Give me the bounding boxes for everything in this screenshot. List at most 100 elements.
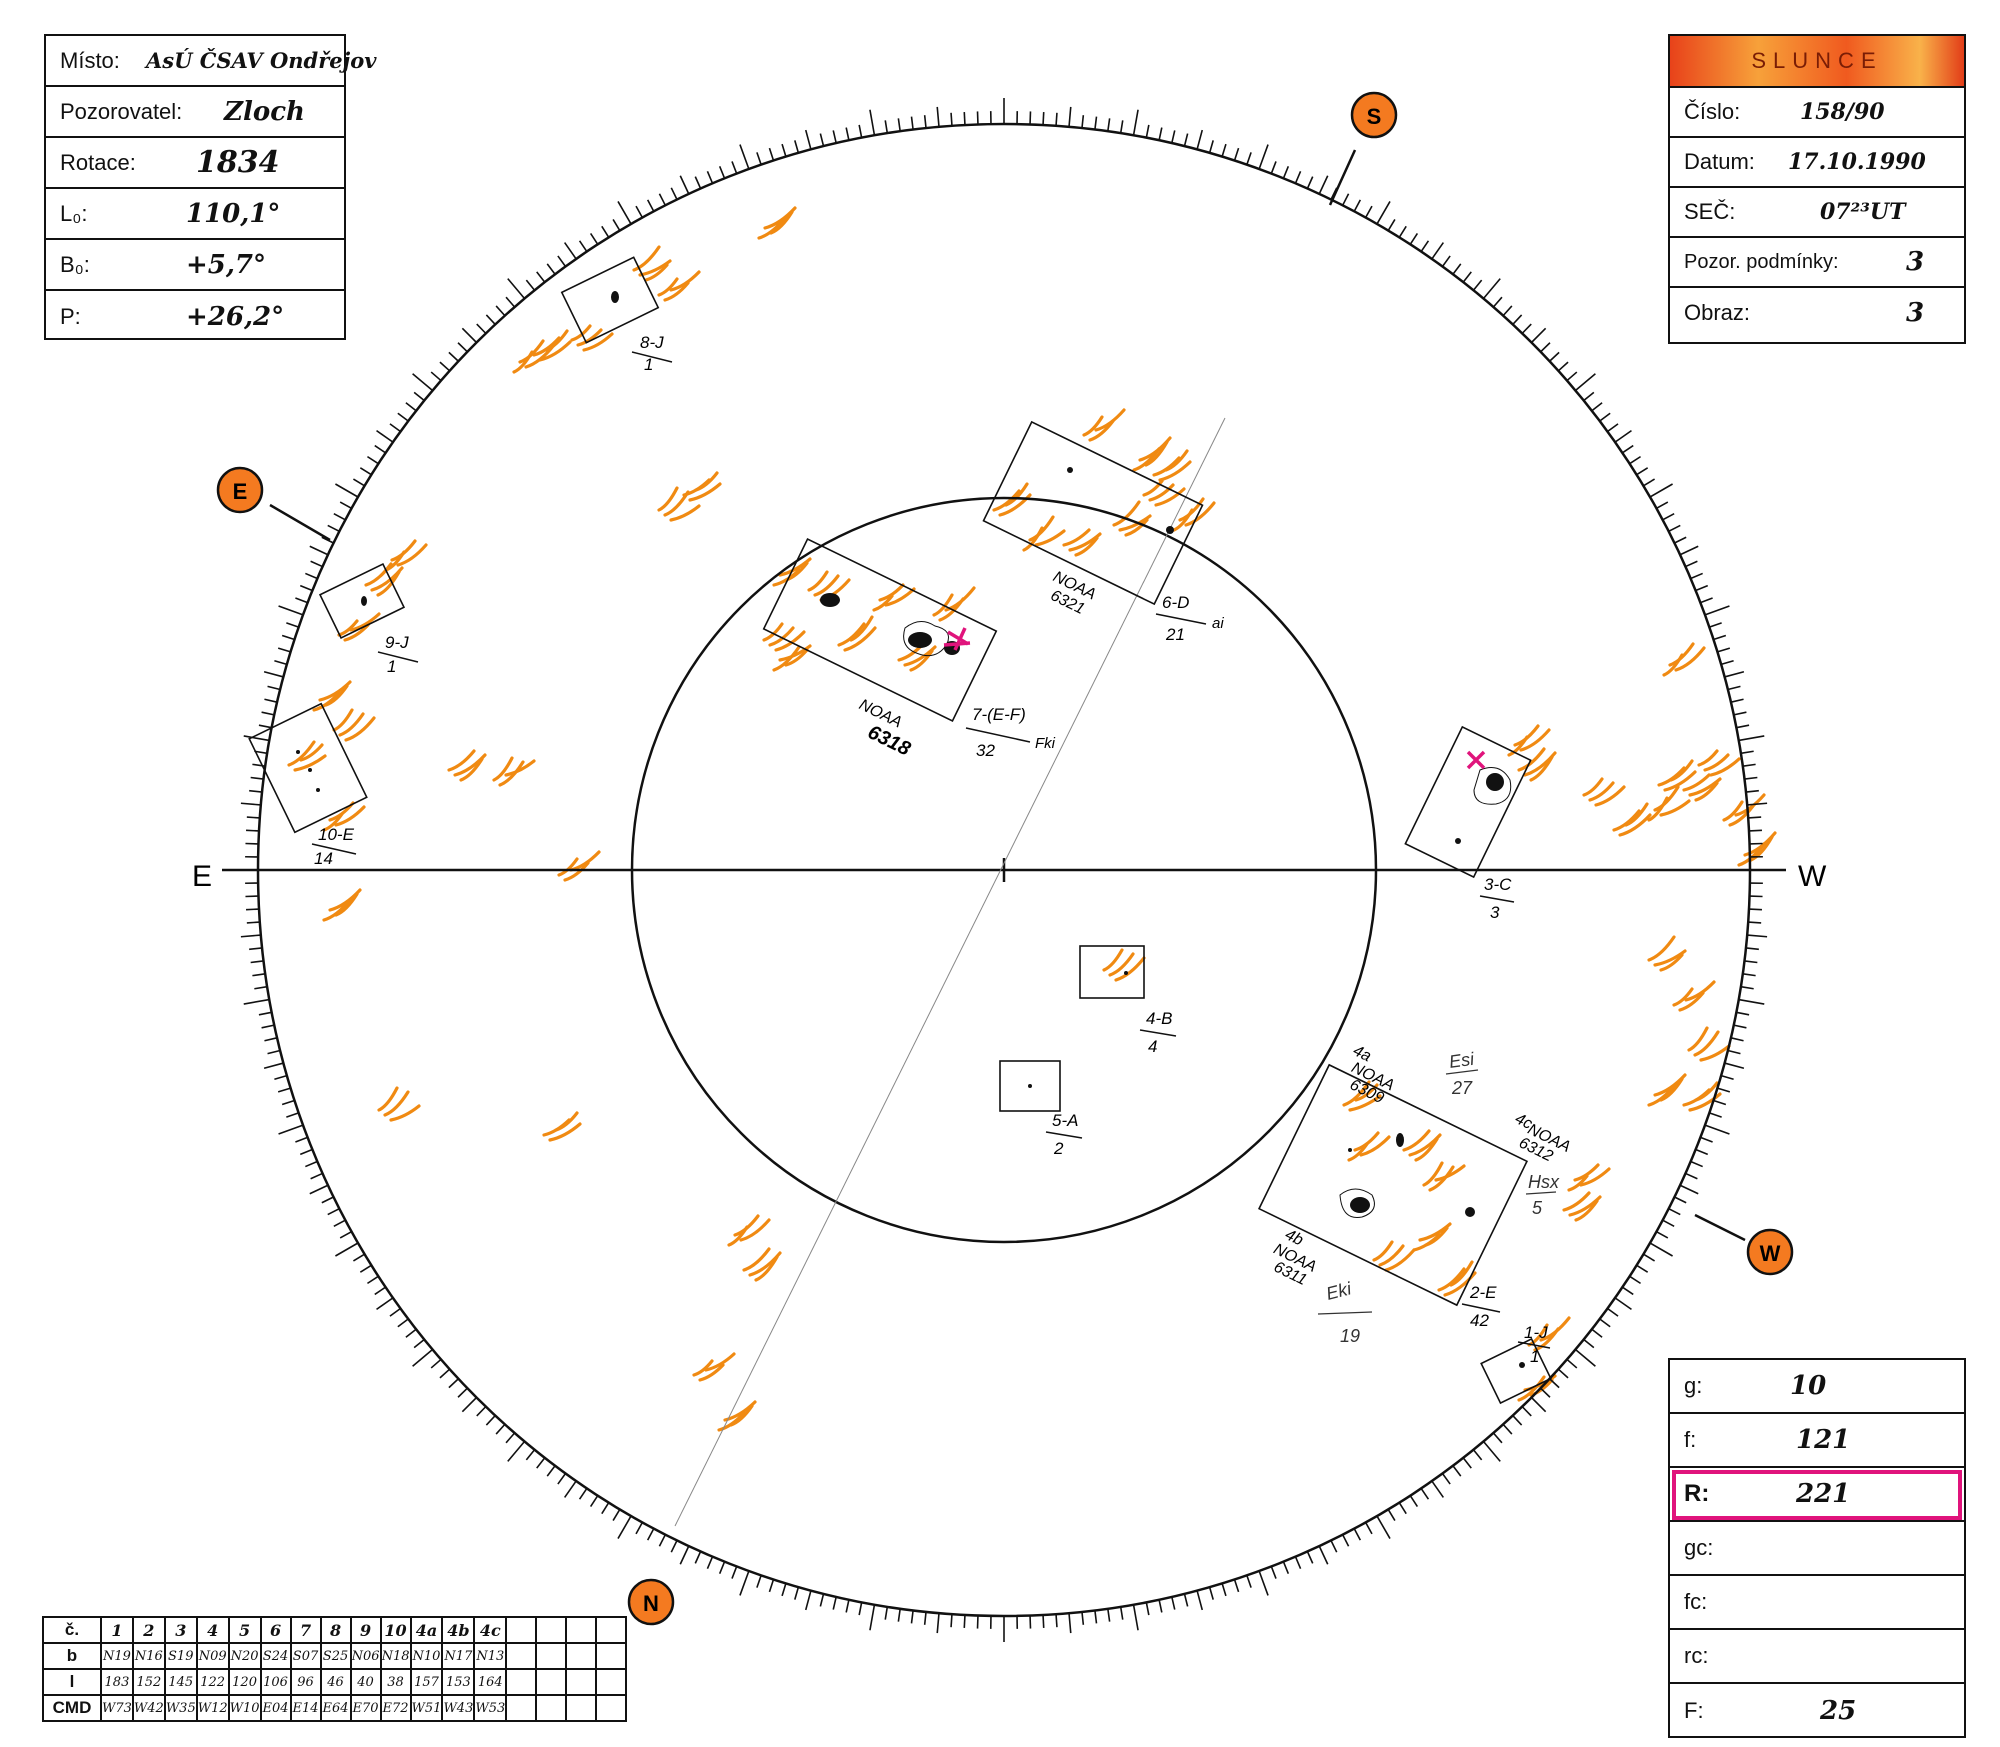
scale-tick	[1700, 1136, 1713, 1143]
F-value: 25	[1820, 1696, 1857, 1726]
marker-e-letter: E	[233, 479, 248, 504]
facula-stroke	[1574, 1199, 1599, 1222]
group-4-fraction-line	[1139, 1029, 1177, 1037]
scale-tick	[658, 193, 667, 206]
facula-stroke	[1443, 1271, 1477, 1297]
scale-tick	[1398, 1502, 1407, 1515]
scale-tick	[1656, 1230, 1669, 1239]
facula-patch	[1437, 1260, 1477, 1297]
table-cell-cmd: E04	[259, 1694, 292, 1722]
scale-tick	[309, 1184, 329, 1195]
table-cell-cmd: E70	[349, 1694, 382, 1722]
scale-tick	[1042, 1614, 1045, 1629]
scale-tick	[359, 1264, 372, 1273]
scale-tick	[277, 647, 291, 653]
scale-tick	[1713, 1099, 1727, 1106]
facula-stroke	[576, 328, 603, 347]
scale-tick	[601, 225, 610, 238]
spot-g5	[1028, 1084, 1032, 1088]
table-cell-group-number	[565, 1616, 598, 1644]
table-cell-longitude: 120	[227, 1668, 262, 1696]
group-3-box	[1404, 725, 1532, 879]
scale-tick	[299, 1148, 313, 1156]
facula-patch	[1172, 497, 1216, 532]
scale-tick	[430, 371, 442, 382]
scale-tick	[546, 263, 556, 275]
facula-patch	[1347, 1131, 1391, 1162]
facula-patch	[1102, 948, 1146, 982]
group-1-fraction-line	[1517, 1341, 1551, 1349]
spot-g10a	[296, 750, 300, 754]
scale-tick	[1622, 444, 1634, 454]
scale-tick	[819, 1593, 825, 1607]
table-cell-group-number: 2	[131, 1616, 166, 1644]
group-5-fraction-line	[1045, 1131, 1083, 1139]
facula-stroke	[1734, 793, 1766, 817]
facula-stroke	[1674, 646, 1706, 672]
facula-stroke	[772, 645, 801, 672]
scale-tick	[670, 187, 678, 200]
number-label: Číslo:	[1684, 99, 1741, 124]
l0-row: L₀: 110,1°	[46, 189, 344, 240]
noaa-6312-line1: 4c	[1512, 1110, 1535, 1133]
time-value: 07²³UT	[1820, 199, 1906, 225]
facula-stroke	[1034, 529, 1066, 547]
note-esi: Esi	[1448, 1049, 1477, 1072]
scale-tick	[1700, 597, 1713, 604]
rotation-label: Rotace:	[60, 149, 136, 175]
scale-tick	[240, 934, 261, 938]
facula-stroke	[944, 586, 976, 612]
scale-tick	[1441, 255, 1451, 267]
scale-tick	[246, 921, 260, 924]
degree-scale	[232, 98, 1776, 1642]
scale-tick	[461, 327, 478, 344]
scale-tick	[525, 1449, 536, 1461]
facula-stroke	[657, 486, 679, 512]
group-4-label: 4-B	[1146, 1009, 1172, 1028]
facula-patch	[1682, 773, 1722, 802]
scale-tick	[295, 1136, 308, 1143]
table-cell-cmd: W43	[441, 1694, 476, 1722]
spot-g1	[1519, 1362, 1525, 1368]
scale-tick	[1748, 921, 1762, 924]
spot-g2c	[1465, 1207, 1475, 1217]
facula-stroke	[1114, 956, 1146, 982]
conditions-value: 3	[1906, 247, 1925, 277]
facula-patch	[1112, 500, 1152, 537]
scale-tick	[1695, 584, 1709, 592]
table-cell-cmd: W35	[163, 1694, 198, 1722]
scale-tick	[546, 1465, 556, 1477]
scale-tick	[1614, 429, 1632, 443]
scale-tick	[1745, 789, 1759, 793]
facula-stroke	[287, 740, 316, 767]
scale-tick	[1704, 1124, 1730, 1135]
group-10-fraction-line	[311, 843, 357, 855]
table-cell-longitude: 164	[473, 1668, 508, 1696]
scale-tick	[731, 161, 738, 174]
r-row: R: 221	[1670, 1468, 1964, 1522]
scale-tick	[1183, 133, 1189, 147]
facula-patch	[632, 245, 672, 282]
facula-stroke	[1669, 759, 1694, 782]
scale-tick	[264, 1037, 278, 1042]
scale-tick	[1452, 263, 1462, 275]
facula-stroke	[1118, 514, 1152, 532]
noaa-6311-line1: 4b	[1282, 1226, 1306, 1249]
scale-tick	[756, 152, 762, 165]
scale-tick	[333, 1219, 346, 1228]
scale-tick	[1233, 147, 1240, 161]
facula-stroke	[1384, 1248, 1416, 1272]
facula-stroke	[762, 622, 784, 642]
p-angle-label: P:	[60, 303, 81, 329]
facula-patch	[1647, 1073, 1687, 1107]
scale-tick	[1674, 1196, 1687, 1204]
scale-tick	[367, 455, 379, 465]
scale-tick	[1145, 124, 1150, 138]
scale-tick	[1462, 271, 1472, 283]
facula-patch	[1687, 1026, 1731, 1062]
scale-tick	[1745, 947, 1759, 951]
noaa-6309-note: 4a NOAA 6309	[1347, 1042, 1397, 1107]
scale-tick	[367, 1275, 379, 1285]
scale-tick	[1353, 1528, 1362, 1541]
table-cell-cmd: W53	[473, 1694, 508, 1722]
